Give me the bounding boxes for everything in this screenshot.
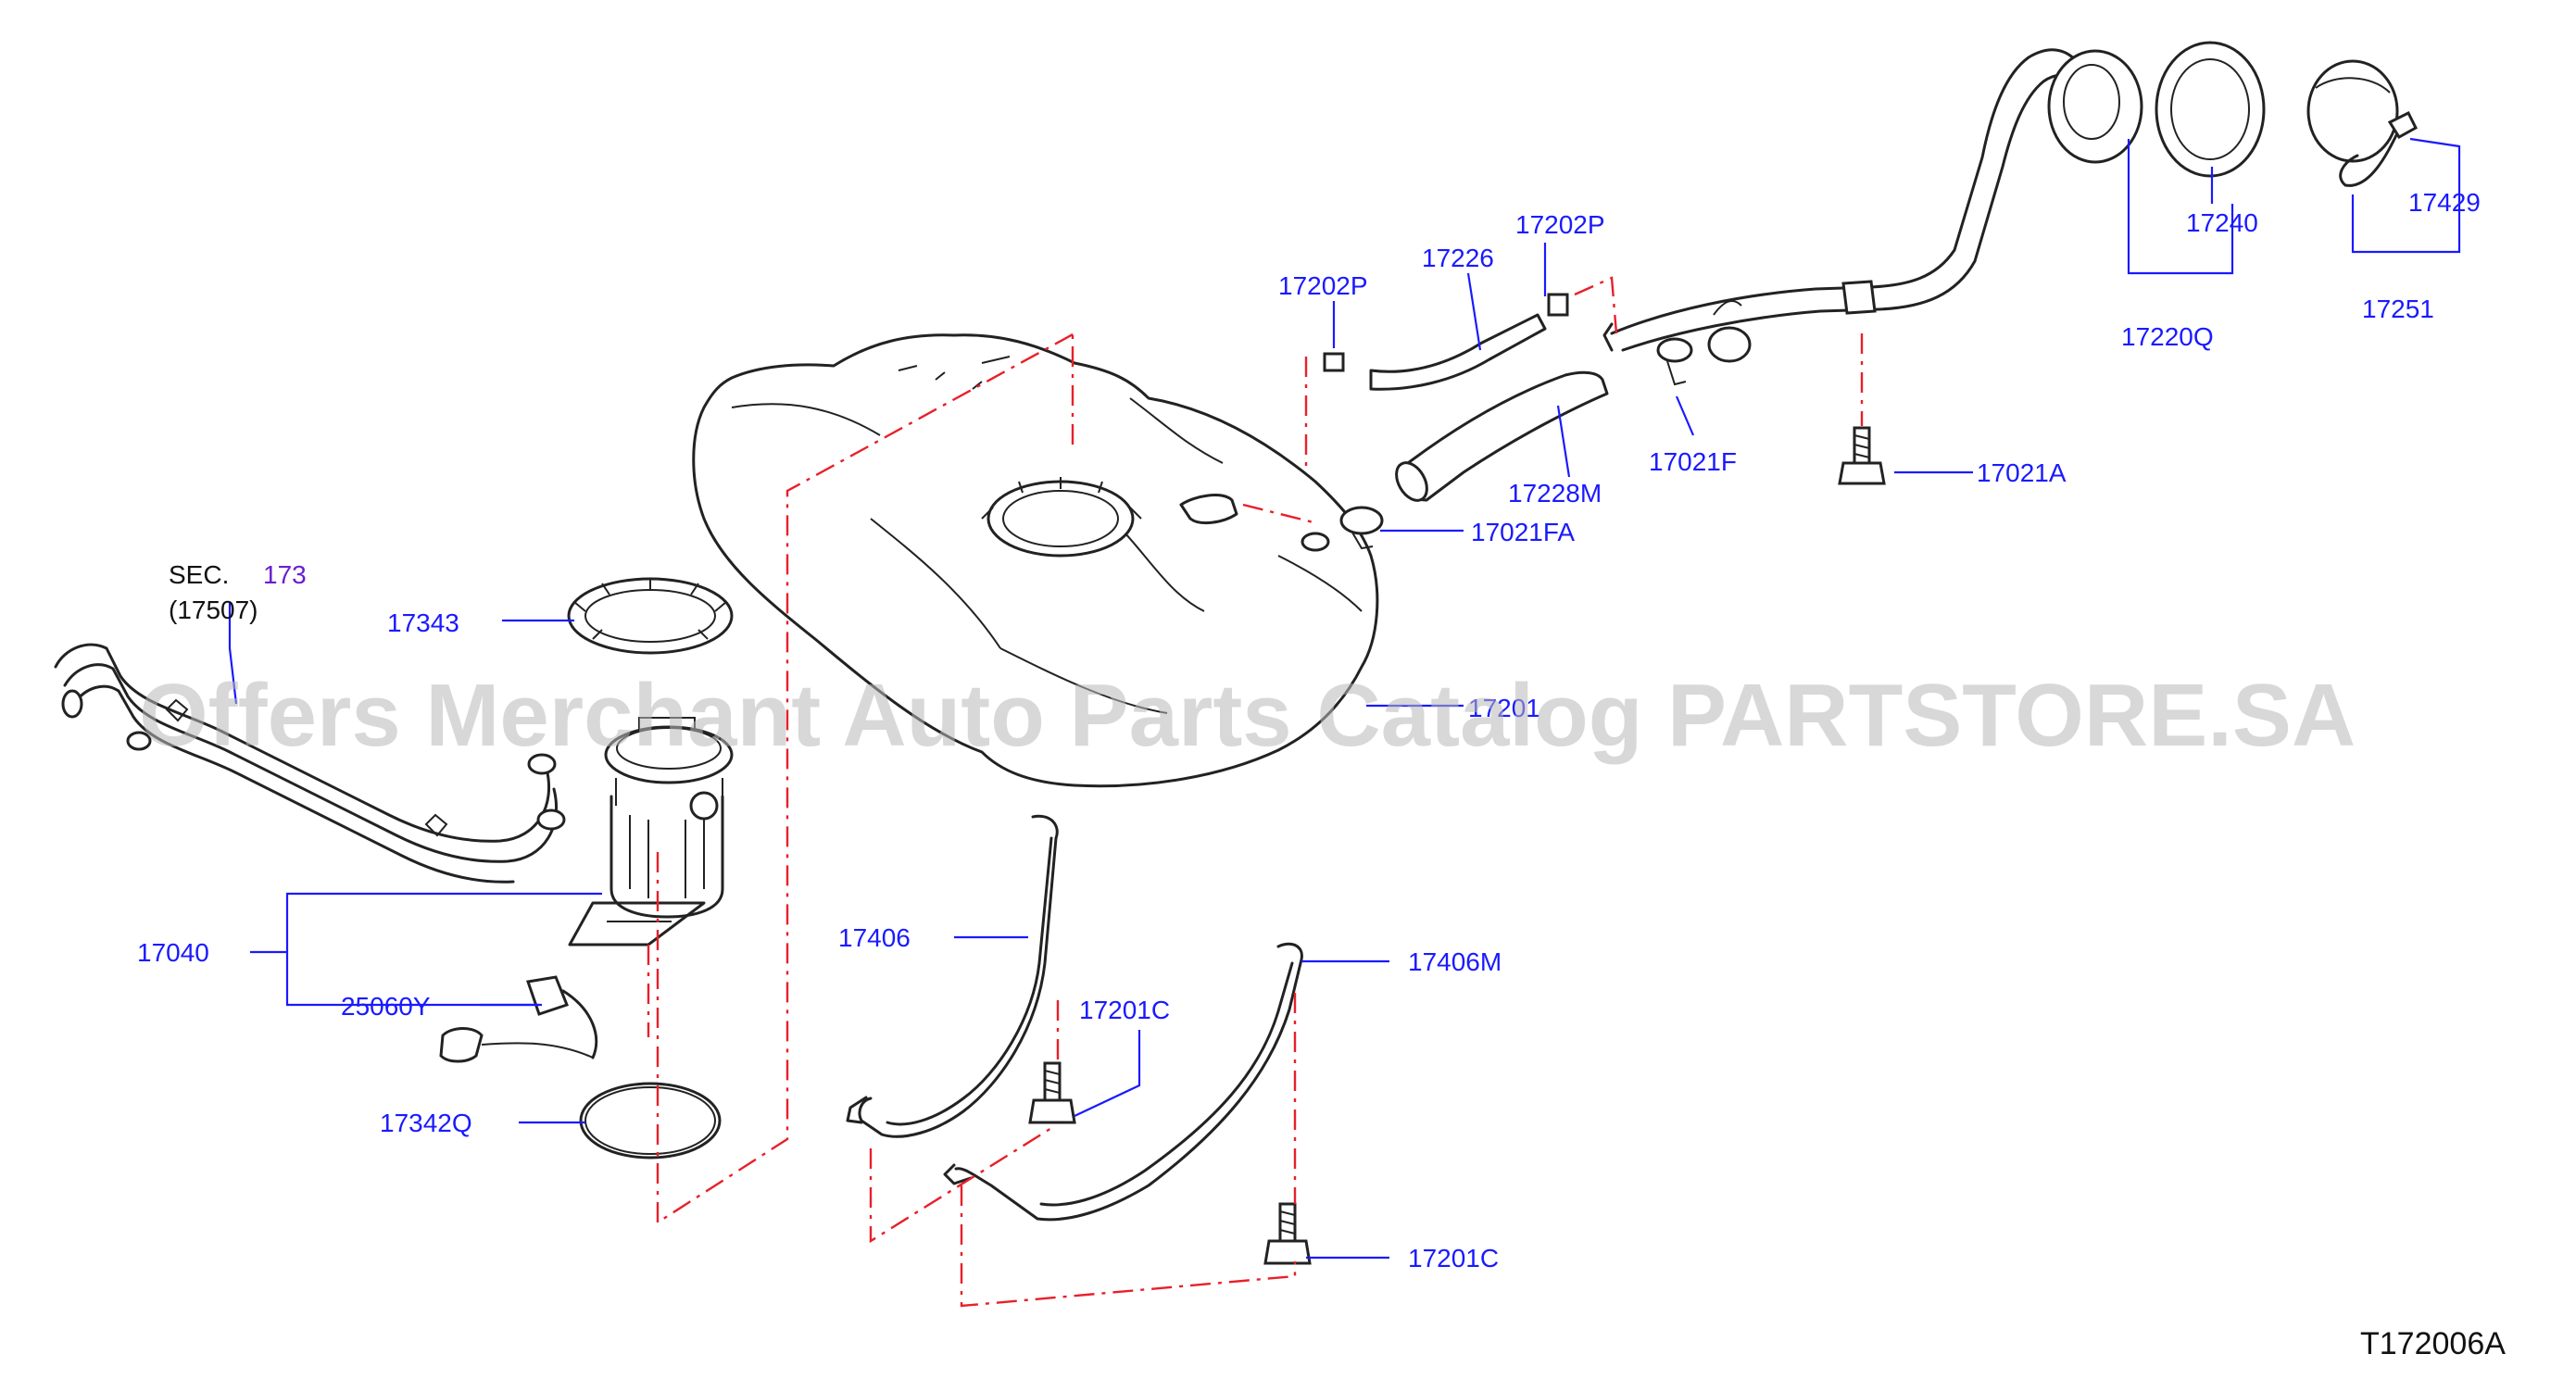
label-17251[interactable]: 17251 [2362,295,2434,323]
label-17343[interactable]: 17343 [387,608,459,637]
label-25060y[interactable]: 25060Y [341,992,431,1021]
part-labels: 17202P 17226 17202P 17240 17429 17220Q 1… [137,188,2481,1272]
label-17226[interactable]: 17226 [1422,244,1494,272]
hose-clamp-17021fa-drawing [1339,506,1384,550]
hose-clamp-17202p-drawing [1323,293,1569,372]
bolt-17021a-drawing [1838,426,1886,485]
label-17201[interactable]: 17201 [1468,694,1540,722]
label-17201c-upper[interactable]: 17201C [1079,996,1170,1024]
label-17021a[interactable]: 17021A [1977,458,2067,487]
label-17228m[interactable]: 17228M [1508,479,1602,508]
label-17240[interactable]: 17240 [2186,208,2258,237]
seal-ring-17342q-drawing [579,1082,722,1160]
fuel-lines-drawing [54,643,566,884]
tank-strap-17406-drawing [846,814,1059,1138]
filler-neck-cap-housing-drawing [2047,49,2143,164]
hose-clamp-17021f-drawing [1656,337,1693,386]
label-17202p-left[interactable]: 17202P [1278,271,1368,300]
fuel-cap-17251-drawing [2306,59,2418,187]
fuel-pump-assembly-drawing [568,717,734,946]
label-17220q[interactable]: 17220Q [2121,322,2214,351]
section-ref-prefix: SEC. [169,560,229,589]
label-17040[interactable]: 17040 [137,938,209,967]
diagram-code: T172006A [2360,1326,2506,1361]
breather-hose-17226-drawing [1369,313,1547,391]
label-17021f[interactable]: 17021F [1649,447,1737,476]
alignment-lines [647,276,1864,1308]
section-ref-link[interactable]: 173 [263,560,307,589]
tank-strap-17406M-drawing [943,942,1303,1222]
lock-ring-17343-drawing [567,577,734,655]
filler-hose-17228m-drawing [1395,370,1609,502]
label-17342q[interactable]: 17342Q [380,1109,472,1137]
bolt-17201c-lower-drawing [1263,1202,1312,1265]
section-ref-sub: (17507) [169,595,258,624]
label-17429[interactable]: 17429 [2408,188,2481,217]
bolt-17201c-upper-drawing [1028,1061,1076,1124]
label-17021fa[interactable]: 17021FA [1471,518,1575,546]
fuel-tank-drawing [692,333,1379,788]
watermark-text: Offers Merchant Auto Parts Catalog PARTS… [139,666,2356,765]
label-17202p-right[interactable]: 17202P [1515,210,1605,239]
leader-lines [228,137,2461,1260]
label-17406[interactable]: 17406 [838,923,911,952]
filler-tube-17220q-drawing [1602,48,2081,363]
label-17406m[interactable]: 17406M [1408,947,1502,976]
label-17201c-lower[interactable]: 17201C [1408,1244,1499,1272]
fuel-level-sender-25060y-drawing [439,975,598,1063]
gasket-17240-drawing [2155,41,2266,178]
